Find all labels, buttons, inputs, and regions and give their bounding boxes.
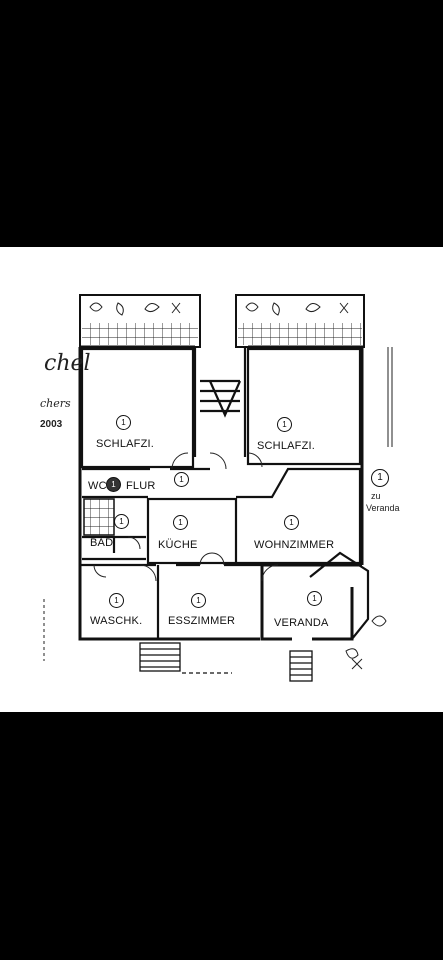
side-text-veranda: Veranda (366, 503, 400, 513)
room-label-flur: FLUR (126, 480, 156, 492)
exterior-stairs (139, 642, 313, 682)
room-marker-schlafzi-left: 1 (116, 415, 131, 430)
door-swings (93, 452, 279, 582)
room-marker-bad: 1 (114, 514, 129, 529)
room-marker-veranda: 1 (307, 591, 322, 606)
room-marker-schlafzi-right: 1 (277, 417, 292, 432)
room-label-wohnzimmer: WOHNZIMMER (254, 539, 335, 551)
room-marker-wc: 1 (106, 477, 121, 492)
room-marker-waschk: 1 (109, 593, 124, 608)
room-marker-flur: 1 (174, 472, 189, 487)
side-text-zu: zu (371, 491, 381, 501)
room-label-schlafzi-right: SCHLAFZI. (257, 440, 316, 452)
room-label-veranda: VERANDA (274, 617, 329, 629)
balcony-right (235, 294, 365, 348)
floor-plan-sheet: SCHLAFZI. 1 SCHLAFZI. 1 WC 1 FLUR 1 BAD … (0, 247, 443, 712)
room-label-schlafzi-left: SCHLAFZI. (96, 438, 155, 450)
room-marker-wohnzimmer: 1 (284, 515, 299, 530)
balcony-left (79, 294, 201, 348)
interior-walls (80, 347, 370, 640)
floor-plan-drawing (43, 294, 393, 682)
signature-name: chers (40, 397, 71, 410)
room-label-waschk: WASCHK. (90, 615, 143, 627)
room-label-kueche: KÜCHE (158, 539, 198, 551)
room-marker-esszimmer: 1 (191, 593, 206, 608)
signature-scribble: chel (44, 351, 91, 376)
room-label-esszimmer: ESSZIMMER (168, 615, 236, 627)
room-marker-kueche: 1 (173, 515, 188, 530)
side-marker: 1 (371, 469, 389, 487)
room-label-bad: BAD (90, 537, 114, 549)
signature-year: 2003 (40, 419, 63, 430)
room-label-wc: WC (88, 480, 107, 492)
site-details (43, 347, 393, 670)
